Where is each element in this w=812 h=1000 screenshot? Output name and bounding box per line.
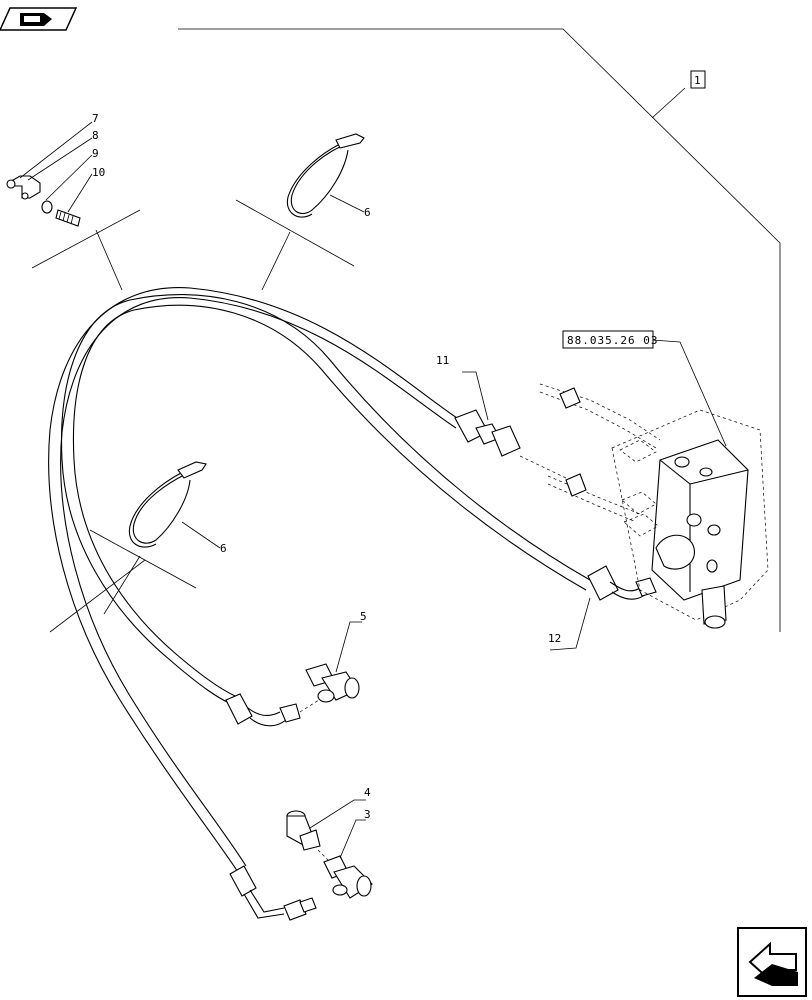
callout-8: 8 (92, 129, 99, 142)
clamp-hardware (6, 121, 93, 227)
callout-6-lower: 6 (220, 542, 227, 555)
callout-11: 11 (436, 354, 449, 367)
fitting-5 (305, 621, 362, 703)
tie-position-markers (31, 199, 355, 633)
hose-assembly-12 (60, 294, 657, 727)
next-page-arrow-icon[interactable] (737, 927, 807, 997)
callout-10: 10 (92, 166, 105, 179)
fitting-4 (286, 799, 366, 851)
fitting-3 (317, 819, 373, 899)
reference-box[interactable]: 88.035.26 03 (562, 330, 658, 349)
hose-assembly-11 (48, 287, 567, 921)
callout-3: 3 (364, 808, 371, 821)
cable-tie-lower (128, 461, 221, 549)
book-arrow-icon[interactable] (0, 7, 78, 31)
callout-5: 5 (360, 610, 367, 623)
cable-tie-upper (286, 133, 365, 218)
callout-9: 9 (92, 147, 99, 160)
callout-7: 7 (92, 112, 99, 125)
callout-6-upper: 6 (364, 206, 371, 219)
reference-box-label: 88.035.26 03 (567, 334, 658, 347)
assembly-boundary (178, 28, 781, 632)
callout-4: 4 (364, 786, 371, 799)
callout-1: 1 (694, 74, 701, 87)
callout-12: 12 (548, 632, 561, 645)
valve-block (539, 339, 769, 629)
